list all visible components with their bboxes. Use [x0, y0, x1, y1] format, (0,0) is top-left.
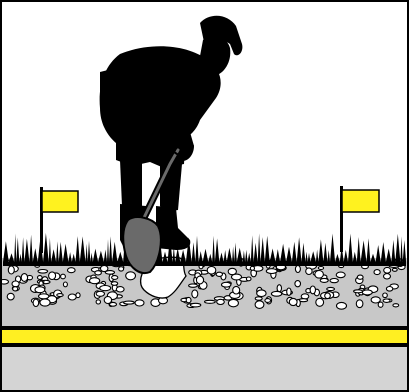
pebble — [21, 274, 27, 282]
pebble — [119, 267, 124, 271]
pebble — [192, 290, 198, 298]
pebble — [196, 276, 203, 284]
pebble — [126, 272, 136, 280]
pebble — [49, 272, 56, 280]
pebble — [327, 287, 335, 290]
pebble — [186, 297, 191, 302]
pebble — [336, 272, 345, 278]
pebble — [216, 272, 222, 276]
pebble — [96, 300, 100, 304]
pebble — [101, 265, 108, 271]
pebble — [100, 286, 111, 291]
pebble — [384, 267, 391, 273]
pebble — [13, 287, 18, 291]
pebble — [111, 282, 117, 286]
pebble — [320, 278, 328, 282]
pebble — [383, 299, 390, 302]
pebble — [277, 285, 281, 292]
pebble — [374, 270, 380, 275]
pebble — [190, 303, 200, 307]
pebble — [271, 291, 281, 296]
pebble — [383, 293, 388, 298]
pebble — [246, 277, 251, 281]
buried-line-top-edge — [0, 326, 409, 330]
pebble — [378, 302, 383, 307]
pebble — [76, 293, 80, 298]
pebble — [233, 286, 240, 294]
pebble — [90, 278, 100, 284]
pebble — [255, 301, 264, 309]
buried-line-icon — [0, 330, 409, 343]
pebble — [189, 284, 198, 287]
pebble — [357, 275, 363, 279]
pebble — [371, 297, 380, 303]
pebble — [318, 267, 323, 270]
pebble — [205, 300, 216, 303]
pebble — [265, 299, 271, 303]
pebble — [250, 266, 254, 270]
pebble — [12, 281, 19, 287]
pebble — [266, 269, 277, 274]
pebble — [217, 299, 225, 304]
pebble — [68, 294, 76, 300]
pebble — [384, 274, 391, 279]
pebble — [316, 298, 324, 306]
pebble — [104, 297, 111, 304]
pebble — [315, 271, 324, 279]
pebble — [386, 287, 392, 292]
pebble — [356, 300, 363, 308]
pebble — [40, 299, 50, 306]
pebble — [33, 299, 39, 306]
pebble — [63, 282, 67, 287]
pebble — [287, 288, 291, 295]
pebble — [8, 266, 14, 274]
pebble — [135, 300, 144, 306]
pebble — [39, 294, 49, 299]
pebble — [124, 301, 135, 304]
pebble — [295, 281, 301, 287]
pebble — [96, 291, 104, 296]
pebble — [393, 304, 399, 307]
pebble — [306, 268, 312, 275]
pebble — [7, 293, 14, 300]
pebble — [330, 279, 338, 283]
pebble — [257, 290, 266, 297]
pebble — [362, 290, 372, 295]
pebble — [95, 271, 102, 275]
buried-line-bottom-edge — [0, 343, 409, 347]
pebble — [325, 293, 331, 299]
pebble — [232, 274, 242, 280]
pebble — [68, 268, 76, 273]
pebble — [57, 294, 63, 297]
pebble — [310, 286, 315, 294]
pebble — [38, 270, 48, 274]
pebble — [112, 276, 118, 280]
pebble — [207, 266, 216, 274]
pebble — [289, 298, 297, 305]
pebble — [392, 268, 397, 271]
lower-ground — [0, 347, 409, 392]
pebble — [295, 266, 300, 273]
pebble — [228, 299, 238, 306]
pebble — [35, 287, 45, 293]
pebble — [255, 297, 262, 300]
pebble — [116, 287, 124, 292]
pebble — [354, 290, 363, 293]
pebble — [337, 302, 347, 309]
pebble — [222, 282, 231, 287]
pebble — [61, 274, 66, 279]
